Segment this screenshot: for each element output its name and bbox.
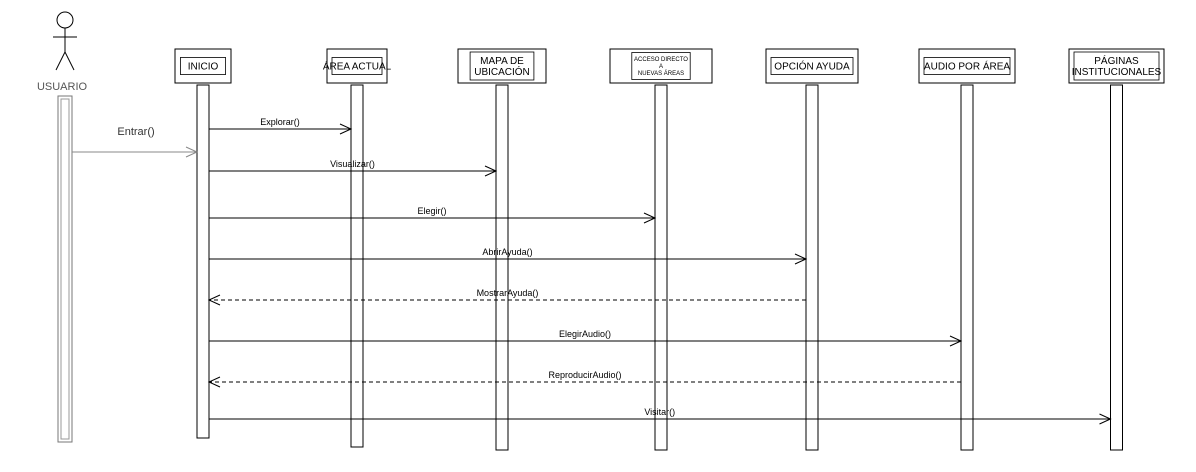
message-9: Visitar() <box>209 407 1112 425</box>
arrowhead-icon <box>794 253 808 265</box>
lifeline-label: PÁGINAS <box>1094 54 1139 67</box>
arrowhead-icon <box>1099 413 1112 425</box>
activation-bar <box>805 84 819 451</box>
message-label: ElegirAudio() <box>559 329 611 339</box>
message-8: ReproducirAudio() <box>207 370 961 388</box>
lifeline-inicio: INICIO <box>174 48 232 439</box>
lifeline-area-actual: ÁREA ACTUAL <box>323 48 392 448</box>
lifeline-box-audio-por-area[interactable]: AUDIO POR ÁREA <box>918 48 1016 84</box>
activation-bar <box>1110 84 1123 451</box>
arrowhead-icon <box>949 335 963 347</box>
lifeline-label: A <box>659 64 663 70</box>
message-label: Elegir() <box>417 206 446 216</box>
activation-bar <box>960 84 974 451</box>
lifeline-label: OPCIÓN AYUDA <box>774 60 850 73</box>
message-label: AbrirAyuda() <box>482 247 532 257</box>
message-label: ReproducirAudio() <box>548 370 621 380</box>
message-1: Entrar() <box>72 126 199 158</box>
arrowhead-icon <box>339 123 353 135</box>
lifeline-label: ÁREA ACTUAL <box>323 60 392 73</box>
message-label: Visitar() <box>644 407 675 417</box>
lifeline-label: NUEVAS ÁREAS <box>638 70 684 77</box>
arrowhead-icon <box>643 212 657 224</box>
arrowhead-icon <box>185 146 199 158</box>
actor-label: USUARIO <box>37 81 88 93</box>
message-label: Visualizar() <box>330 159 375 169</box>
lifeline-label: INICIO <box>188 62 219 73</box>
lifeline-box-area-actual[interactable]: ÁREA ACTUAL <box>323 48 392 84</box>
message-label: Explorar() <box>260 117 300 127</box>
lifeline-label: INSTITUCIONALES <box>1072 67 1162 78</box>
arrowhead-icon <box>484 165 498 177</box>
message-3: Visualizar() <box>209 159 498 177</box>
stick-figure-icon <box>53 11 77 71</box>
lifeline-box-opcion-ayuda[interactable]: OPCIÓN AYUDA <box>765 48 859 84</box>
message-2: Explorar() <box>209 117 353 135</box>
activation-bar <box>495 84 509 451</box>
message-label: Entrar() <box>117 126 154 138</box>
lifeline-box-inicio[interactable]: INICIO <box>174 48 232 84</box>
message-4: Elegir() <box>209 206 657 224</box>
message-label: MostrarAyuda() <box>477 288 539 298</box>
activation-bar <box>350 84 364 448</box>
activation-bar <box>654 84 668 451</box>
lifeline-label: UBICACIÓN <box>474 65 530 78</box>
message-7: ElegirAudio() <box>209 329 963 347</box>
message-5: AbrirAyuda() <box>209 247 808 265</box>
message-6: MostrarAyuda() <box>207 288 806 306</box>
lifeline-label: ACCESO DIRECTO <box>634 57 688 63</box>
arrowhead-icon <box>207 376 221 388</box>
lifeline-opcion-ayuda: OPCIÓN AYUDA <box>765 48 859 451</box>
lifeline-label: AUDIO POR ÁREA <box>924 60 1010 73</box>
activation-bar <box>196 84 210 439</box>
actor-usuario: USUARIO <box>37 11 88 443</box>
lifeline-audio-por-area: AUDIO POR ÁREA <box>918 48 1016 451</box>
arrowhead-icon <box>207 294 221 306</box>
lifeline-label: MAPA DE <box>480 56 524 67</box>
